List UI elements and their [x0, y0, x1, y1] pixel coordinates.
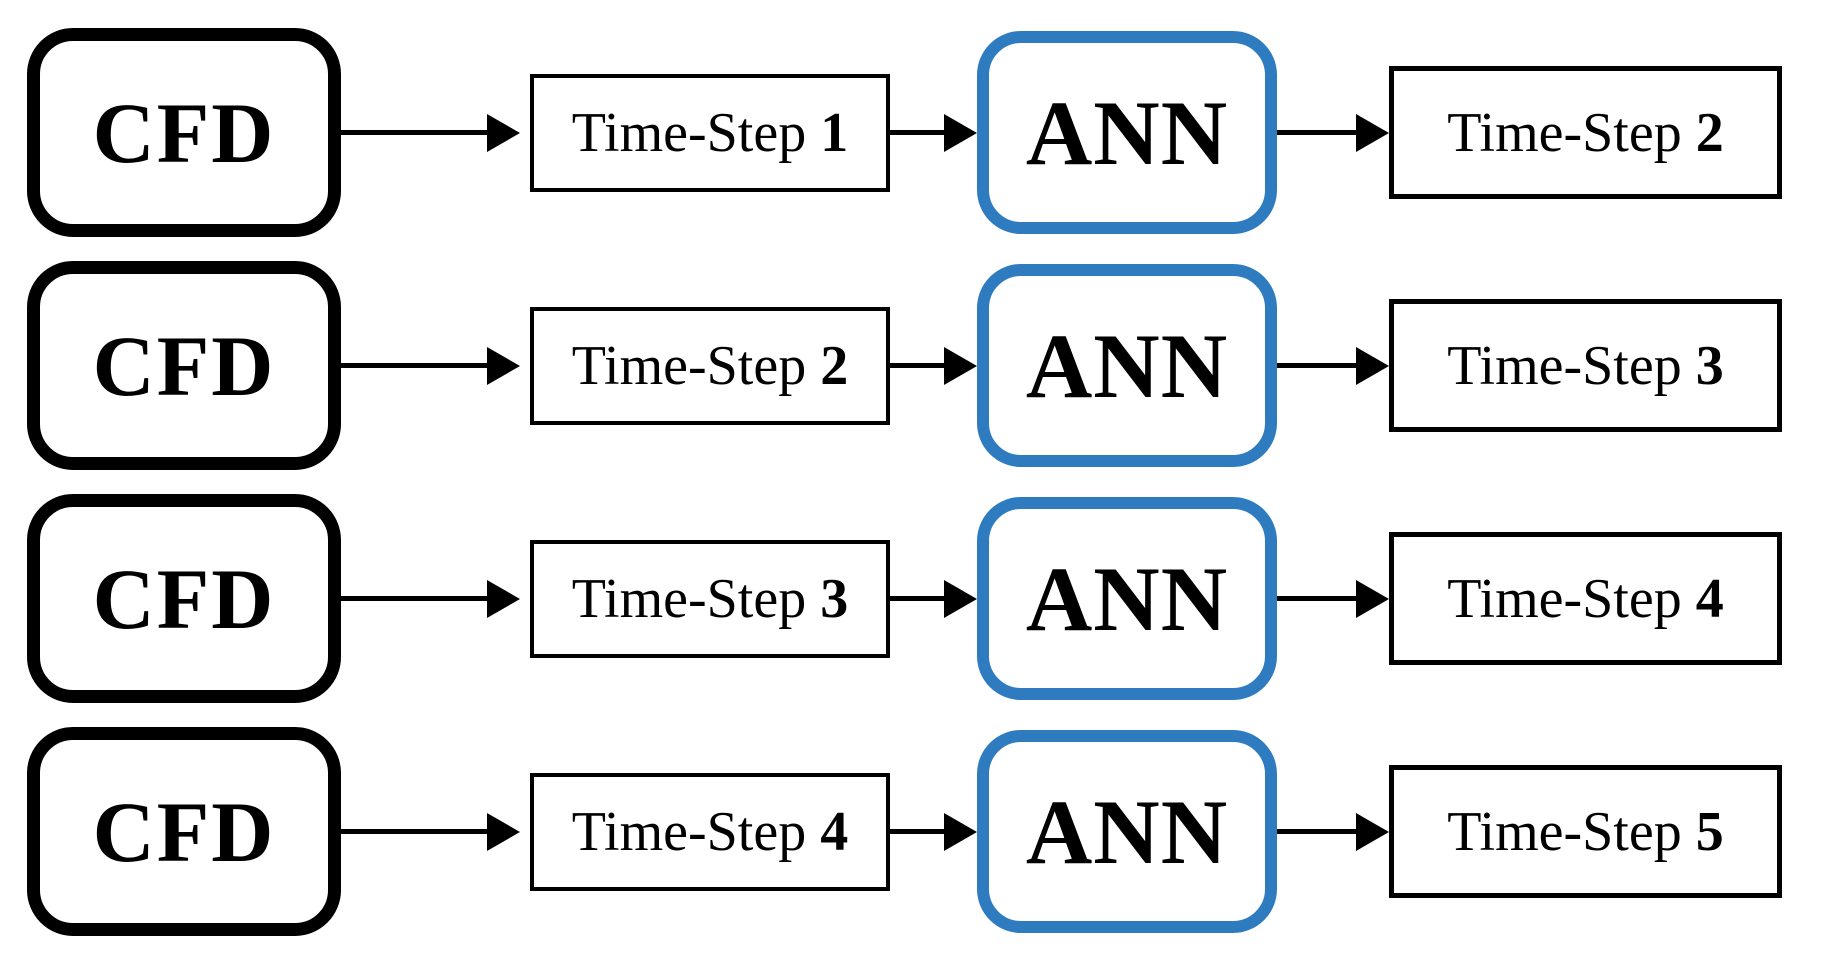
timestep-output-node: Time-Step 4 — [1389, 532, 1782, 665]
arrow-shaft — [890, 829, 944, 834]
ann-label: ANN — [1025, 547, 1229, 650]
arrow-right-icon — [1277, 346, 1389, 386]
arrow-shaft — [890, 130, 944, 135]
pipeline-row: CFD Time-Step 3 ANN Time-Step 4 — [27, 494, 1823, 703]
arrow-right-icon — [341, 579, 530, 619]
arrow-right-icon — [1277, 579, 1389, 619]
ann-label: ANN — [1025, 780, 1229, 883]
arrow-head — [487, 579, 520, 618]
arrow-head — [1356, 579, 1389, 618]
arrow-shaft — [341, 363, 487, 368]
cfd-node: CFD — [27, 727, 341, 936]
timestep-input-label: Time-Step 2 — [571, 334, 849, 397]
arrow-right-icon — [341, 113, 530, 153]
arrow-shaft — [1277, 130, 1356, 135]
cfd-label: CFD — [92, 783, 276, 880]
arrow-right-icon — [341, 346, 530, 386]
pipeline-row: CFD Time-Step 2 ANN Time-Step 3 — [27, 261, 1823, 470]
arrow-shaft — [341, 130, 487, 135]
arrow-shaft — [890, 363, 944, 368]
timestep-input-node: Time-Step 3 — [530, 539, 890, 658]
arrow-right-icon — [890, 579, 977, 619]
timestep-input-label: Time-Step 1 — [571, 101, 849, 164]
arrow-right-icon — [890, 812, 977, 852]
timestep-input-node: Time-Step 1 — [530, 73, 890, 192]
arrow-shaft — [1277, 596, 1356, 601]
arrow-head — [487, 346, 520, 385]
arrow-head — [1356, 812, 1389, 851]
arrow-head — [1356, 346, 1389, 385]
cfd-label: CFD — [92, 550, 276, 647]
ann-node: ANN — [977, 497, 1277, 700]
arrow-head — [944, 812, 977, 851]
cfd-label: CFD — [92, 317, 276, 414]
arrow-head — [487, 113, 520, 152]
timestep-output-label: Time-Step 3 — [1447, 334, 1724, 397]
arrow-shaft — [890, 596, 944, 601]
arrow-head — [487, 812, 520, 851]
cfd-label: CFD — [92, 84, 276, 181]
arrow-head — [944, 579, 977, 618]
timestep-input-label: Time-Step 3 — [571, 567, 849, 630]
arrow-right-icon — [1277, 113, 1389, 153]
ann-node: ANN — [977, 264, 1277, 467]
arrow-right-icon — [890, 346, 977, 386]
cfd-node: CFD — [27, 261, 341, 470]
timestep-output-node: Time-Step 5 — [1389, 765, 1782, 898]
arrow-shaft — [1277, 829, 1356, 834]
arrow-right-icon — [341, 812, 530, 852]
arrow-head — [944, 113, 977, 152]
timestep-output-label: Time-Step 4 — [1447, 567, 1724, 630]
arrow-right-icon — [1277, 812, 1389, 852]
ann-label: ANN — [1025, 81, 1229, 184]
arrow-right-icon — [890, 113, 977, 153]
arrow-shaft — [341, 829, 487, 834]
arrow-head — [944, 346, 977, 385]
timestep-output-label: Time-Step 5 — [1447, 800, 1724, 863]
cfd-node: CFD — [27, 28, 341, 237]
ann-label: ANN — [1025, 314, 1229, 417]
arrow-shaft — [341, 596, 487, 601]
cfd-node: CFD — [27, 494, 341, 703]
timestep-output-node: Time-Step 3 — [1389, 299, 1782, 432]
ann-node: ANN — [977, 31, 1277, 234]
ann-node: ANN — [977, 730, 1277, 933]
timestep-input-label: Time-Step 4 — [571, 800, 849, 863]
timestep-output-node: Time-Step 2 — [1389, 66, 1782, 199]
arrow-head — [1356, 113, 1389, 152]
arrow-shaft — [1277, 363, 1356, 368]
timestep-input-node: Time-Step 2 — [530, 306, 890, 425]
timestep-output-label: Time-Step 2 — [1447, 101, 1724, 164]
timestep-input-node: Time-Step 4 — [530, 772, 890, 891]
pipeline-row: CFD Time-Step 1 ANN Time-Step 2 — [27, 28, 1823, 237]
pipeline-row: CFD Time-Step 4 ANN Time-Step 5 — [27, 727, 1823, 936]
